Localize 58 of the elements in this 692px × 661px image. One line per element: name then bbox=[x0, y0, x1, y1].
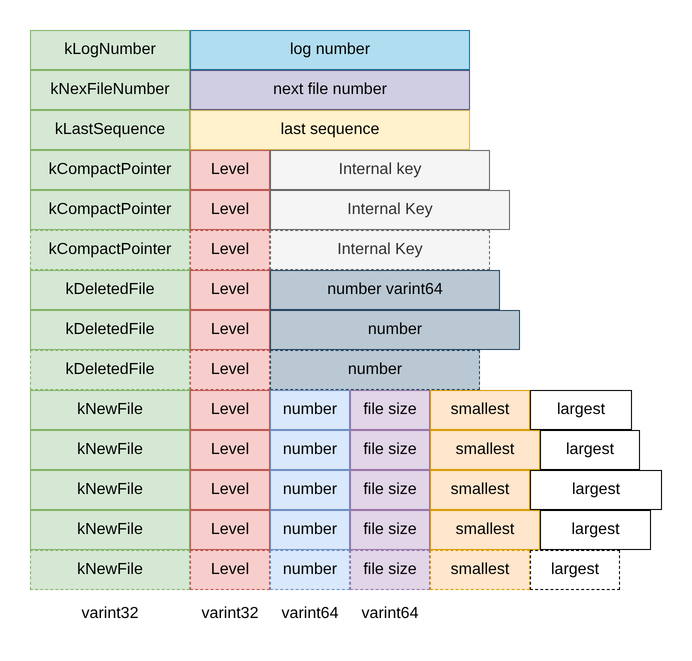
key-cell: kCompactPointer bbox=[30, 230, 190, 270]
field-cell: largest bbox=[530, 470, 662, 510]
field-cell: Level bbox=[190, 470, 270, 510]
field-cell: number bbox=[270, 310, 520, 350]
field-cell: number bbox=[270, 350, 480, 390]
field-cell: number bbox=[270, 550, 350, 590]
field-cell: Level bbox=[190, 350, 270, 390]
field-cell: file size bbox=[350, 510, 430, 550]
field-cell: largest bbox=[530, 390, 632, 430]
key-cell: kNewFile bbox=[30, 510, 190, 550]
field-cell: Level bbox=[190, 550, 270, 590]
field-cell: Level bbox=[190, 510, 270, 550]
key-cell: kDeletedFile bbox=[30, 350, 190, 390]
field-cell: largest bbox=[530, 550, 620, 590]
field-cell: number bbox=[270, 390, 350, 430]
field-cell: next file number bbox=[190, 70, 470, 110]
field-cell: Level bbox=[190, 430, 270, 470]
field-cell: file size bbox=[350, 470, 430, 510]
key-cell: kNewFile bbox=[30, 390, 190, 430]
field-cell: Level bbox=[190, 310, 270, 350]
field-cell: Level bbox=[190, 230, 270, 270]
key-cell: kDeletedFile bbox=[30, 270, 190, 310]
key-cell: kNexFileNumber bbox=[30, 70, 190, 110]
field-cell: smallest bbox=[430, 390, 530, 430]
field-cell: file size bbox=[350, 430, 430, 470]
key-cell: kCompactPointer bbox=[30, 190, 190, 230]
field-cell: Level bbox=[190, 270, 270, 310]
field-cell: number varint64 bbox=[270, 270, 500, 310]
column-type-label: varint64 bbox=[282, 605, 338, 623]
field-cell: Internal Key bbox=[270, 190, 510, 230]
field-cell: smallest bbox=[430, 510, 540, 550]
field-cell: smallest bbox=[430, 470, 530, 510]
field-cell: number bbox=[270, 510, 350, 550]
field-cell: Level bbox=[190, 190, 270, 230]
key-cell: kLogNumber bbox=[30, 30, 190, 70]
key-cell: kLastSequence bbox=[30, 110, 190, 150]
field-cell: Level bbox=[190, 390, 270, 430]
key-cell: kNewFile bbox=[30, 470, 190, 510]
field-cell: log number bbox=[190, 30, 470, 70]
field-cell: smallest bbox=[430, 430, 540, 470]
field-cell: file size bbox=[350, 390, 430, 430]
column-type-label: varint32 bbox=[202, 605, 258, 623]
key-cell: kNewFile bbox=[30, 430, 190, 470]
key-cell: kDeletedFile bbox=[30, 310, 190, 350]
field-cell: last sequence bbox=[190, 110, 470, 150]
field-cell: largest bbox=[540, 510, 651, 550]
column-type-label: varint32 bbox=[82, 605, 138, 623]
field-cell: number bbox=[270, 470, 350, 510]
key-cell: kCompactPointer bbox=[30, 150, 190, 190]
field-cell: file size bbox=[350, 550, 430, 590]
field-cell: largest bbox=[540, 430, 640, 470]
field-cell: Internal key bbox=[270, 150, 490, 190]
column-type-label: varint64 bbox=[362, 605, 418, 623]
key-cell: kNewFile bbox=[30, 550, 190, 590]
field-cell: smallest bbox=[430, 550, 530, 590]
field-cell: Internal Key bbox=[270, 230, 490, 270]
field-cell: Level bbox=[190, 150, 270, 190]
field-cell: number bbox=[270, 430, 350, 470]
